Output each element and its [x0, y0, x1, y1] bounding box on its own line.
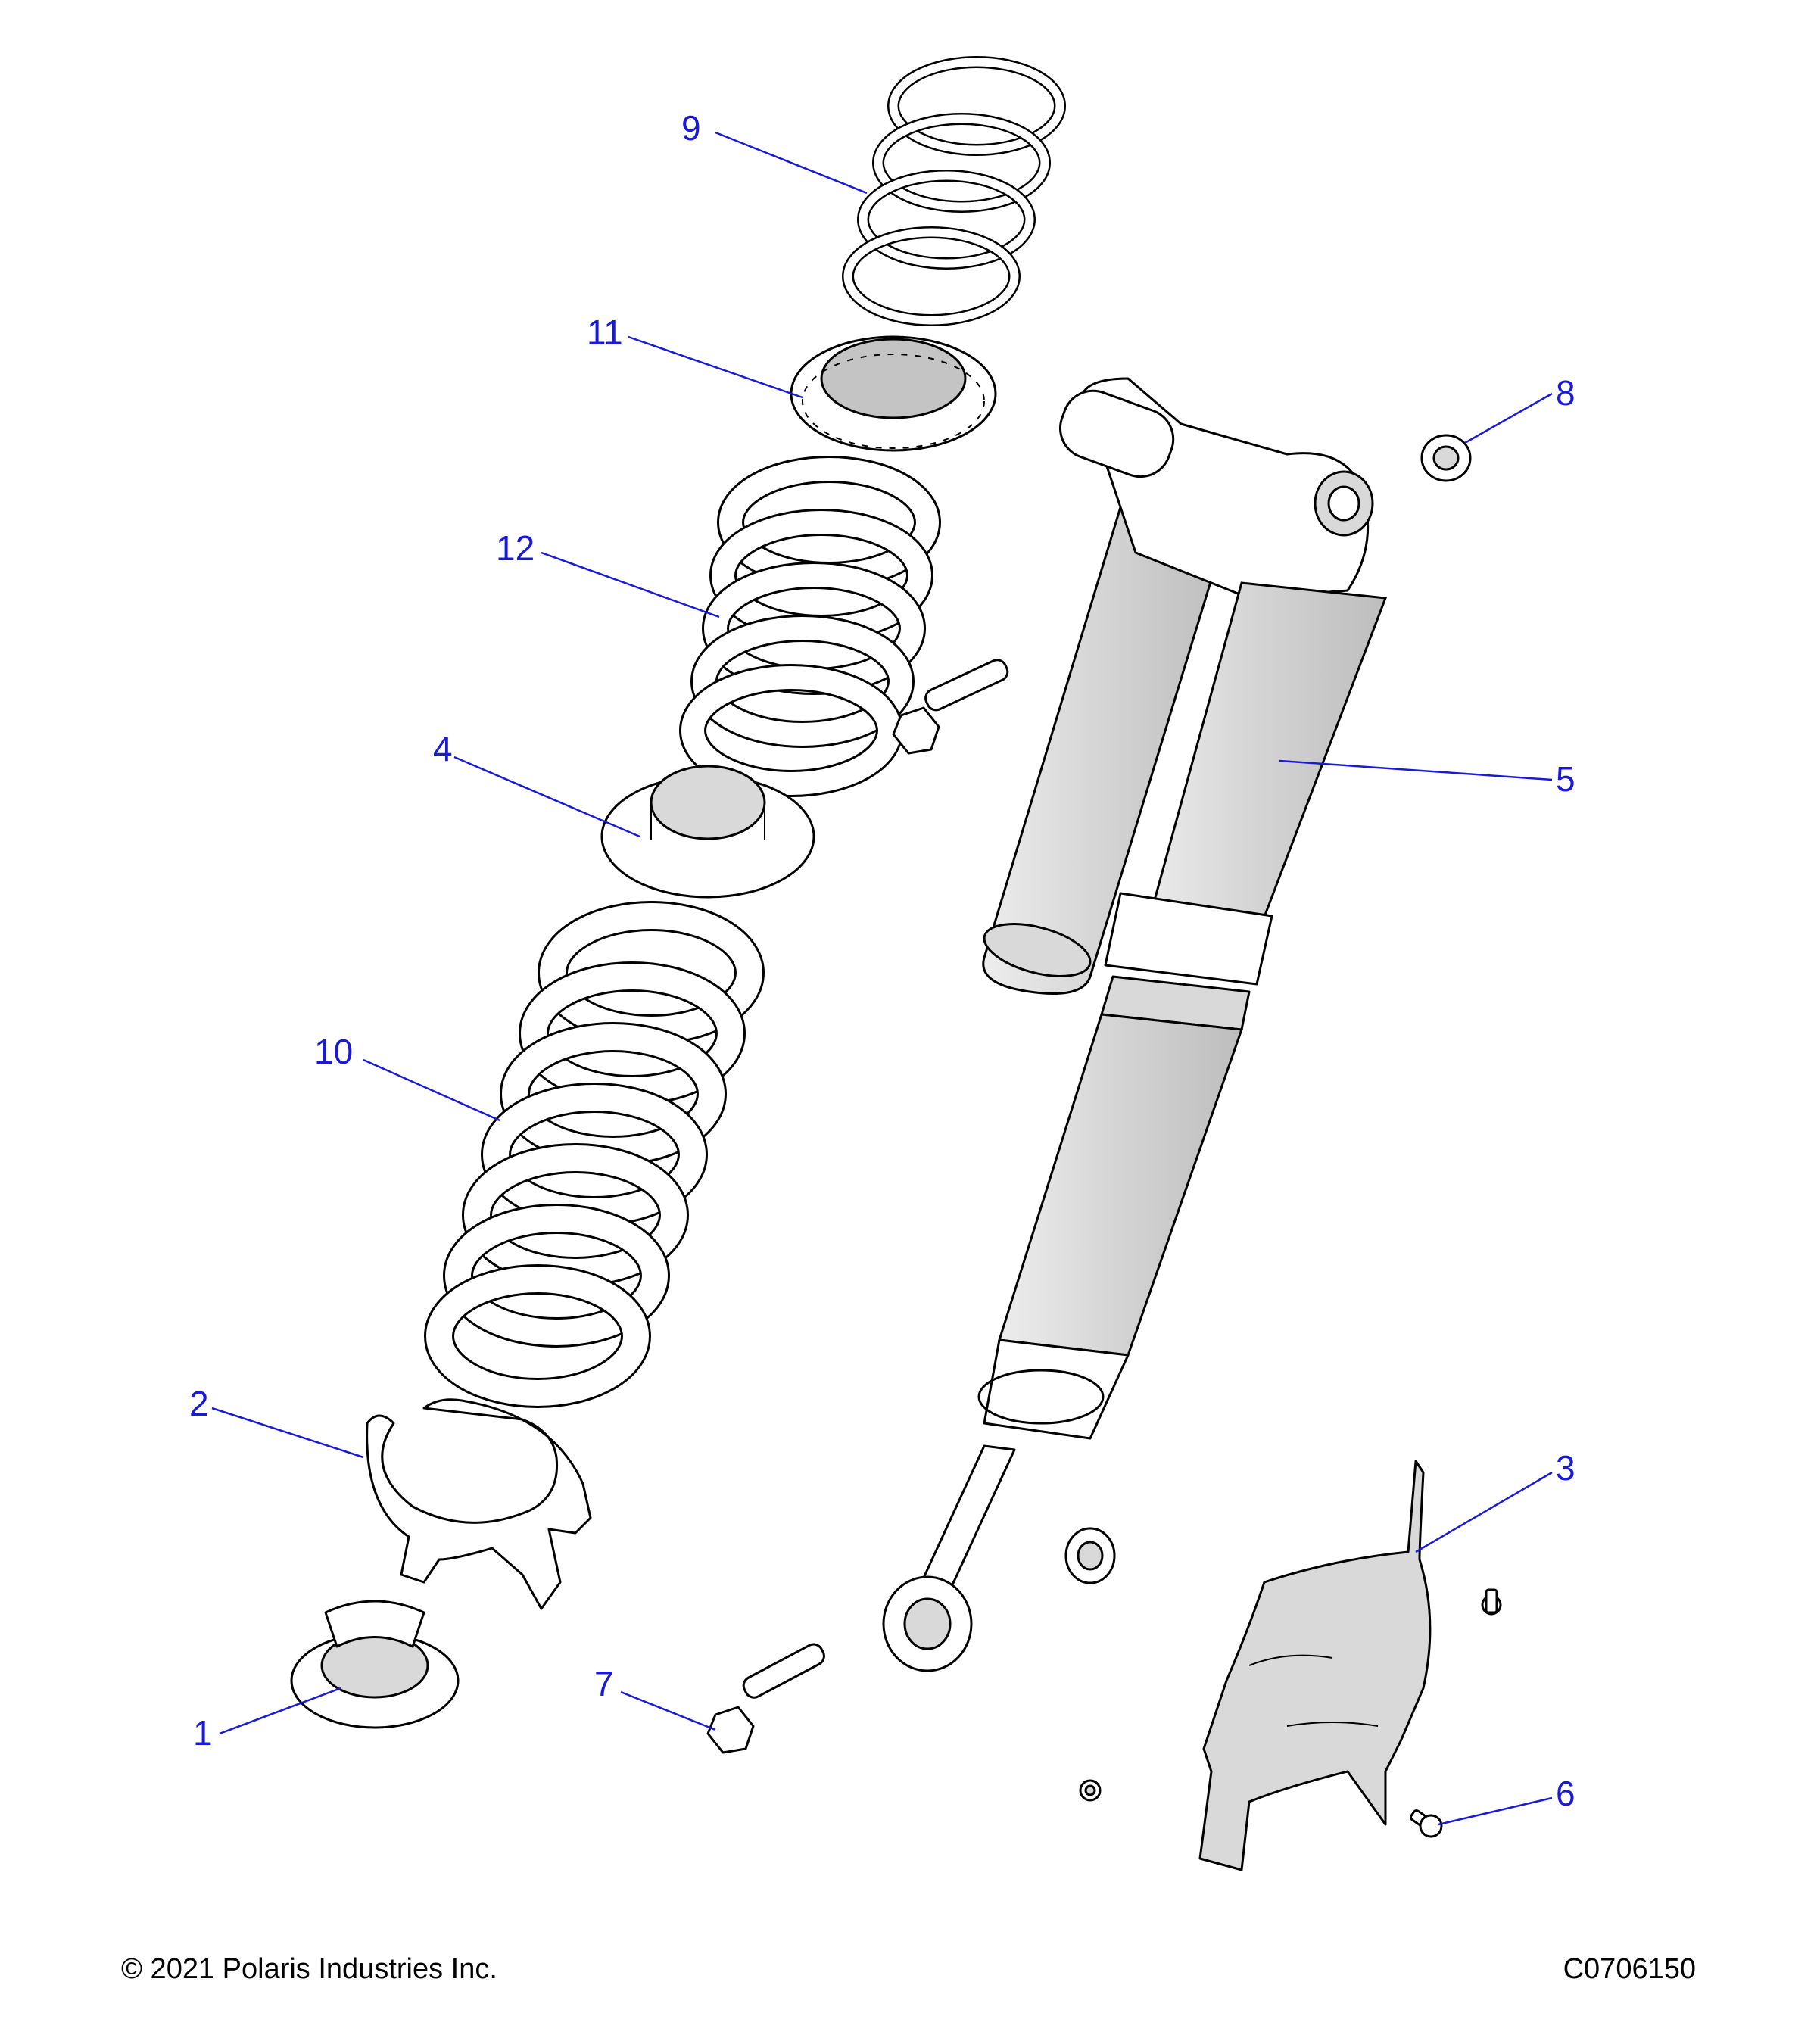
- callout-10: 10: [314, 1032, 353, 1071]
- callout-3: 3: [1556, 1448, 1575, 1488]
- leader-4: [453, 756, 640, 838]
- leader-6: [1438, 1796, 1553, 1826]
- callout-7: 7: [594, 1664, 614, 1703]
- middle-spring-part: [679, 456, 941, 797]
- mount-bolt-lower: [706, 1643, 825, 1754]
- leader-11: [628, 335, 803, 399]
- callout-4: 4: [433, 729, 453, 768]
- copyright-notice: © 2021 Polaris Industries Inc.: [121, 1953, 497, 1985]
- callout-12: 12: [496, 528, 535, 568]
- spring-seat-adapter-part: [600, 765, 815, 899]
- callout-9: 9: [681, 108, 701, 148]
- leader-lines: [211, 131, 1553, 1826]
- main-spring-part: [424, 901, 765, 1408]
- leader-12: [541, 551, 720, 618]
- guard-bolt-right: [1481, 1588, 1502, 1616]
- mount-bolt-upper: [892, 659, 1009, 755]
- shock-guard-part: [1198, 1460, 1432, 1871]
- bushing-part: [1064, 1527, 1116, 1584]
- leader-8: [1464, 392, 1553, 444]
- leader-7: [620, 1690, 716, 1731]
- callout-11: 11: [587, 313, 623, 352]
- crossover-ring-part: [790, 335, 997, 452]
- leader-2: [211, 1407, 364, 1459]
- leader-1: [219, 1687, 341, 1735]
- spring-retainer-clip-part: [366, 1398, 592, 1610]
- leader-9: [715, 131, 868, 195]
- leader-10: [363, 1058, 500, 1122]
- drawing-number: C0706150: [1563, 1953, 1696, 1985]
- guard-bolt-6: [1410, 1809, 1443, 1838]
- leader-5: [1279, 759, 1553, 781]
- top-spring-part: [842, 56, 1066, 326]
- callout-6: 6: [1556, 1774, 1575, 1813]
- callout-5: 5: [1556, 759, 1575, 799]
- callout-labels: 1 2 3 4 5 6 7 8 9 10 11 12: [189, 108, 1575, 1813]
- shock-absorber-part: [882, 377, 1388, 1672]
- callout-2: 2: [189, 1384, 209, 1423]
- callout-1: 1: [193, 1713, 213, 1753]
- leader-3: [1415, 1471, 1553, 1553]
- bump-stop-cup-part: [290, 1600, 460, 1729]
- top-bushing-part: [1420, 434, 1472, 482]
- callout-8: 8: [1556, 373, 1575, 413]
- guard-bolt-left: [1079, 1779, 1102, 1802]
